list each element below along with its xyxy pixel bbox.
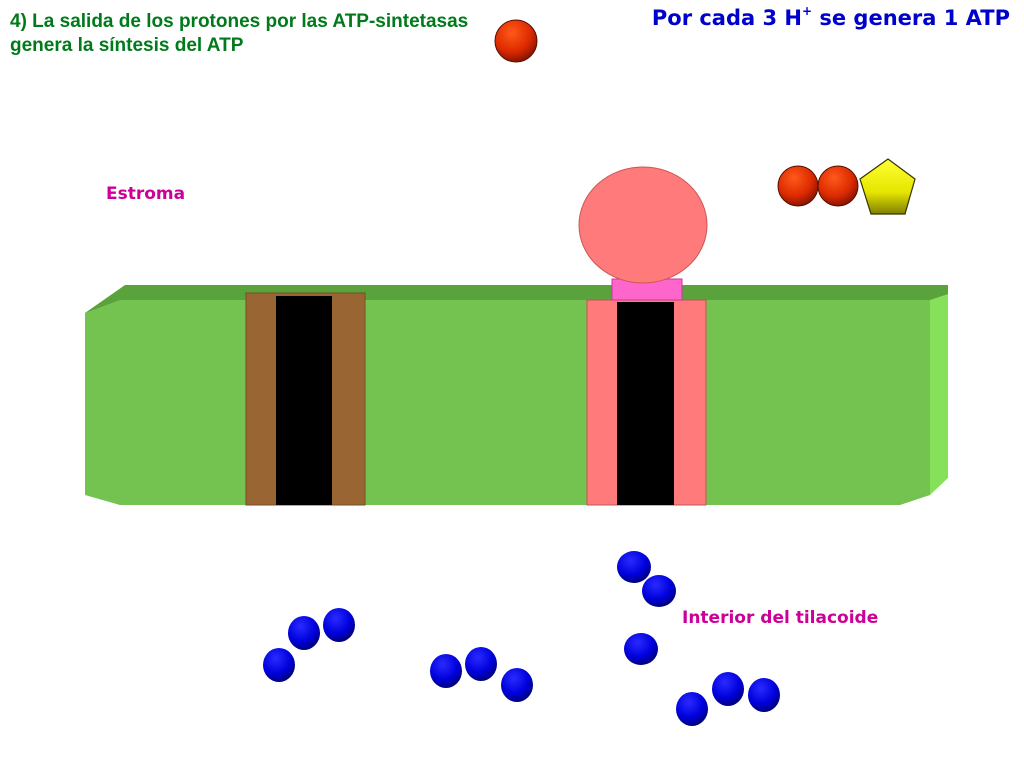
atp-synthase-pore [617, 302, 674, 505]
proton [323, 608, 355, 642]
slide-title: 4) La salida de los protones por las ATP… [10, 11, 469, 56]
proton [617, 551, 651, 583]
ratio-suffix: se genera 1 ATP [812, 6, 1010, 30]
brown-channel-pore [276, 296, 332, 505]
proton [430, 654, 462, 688]
protons-group [263, 551, 780, 726]
proton [676, 692, 708, 726]
lumen-label: Interior del tilacoide [682, 608, 879, 628]
membrane-front-face [85, 300, 930, 505]
proton [624, 633, 658, 665]
proton [748, 678, 780, 712]
proton [501, 668, 533, 702]
proton-superscript: + [802, 4, 813, 18]
proton [642, 575, 676, 607]
adenosine-pentagon [859, 158, 916, 215]
proton [263, 648, 295, 682]
stroma-label: Estroma [106, 184, 186, 204]
proton [288, 616, 320, 650]
ratio-prefix: Por cada 3 H [651, 6, 802, 30]
atp-synthase-head [578, 166, 708, 284]
adp-phosphate-2 [817, 165, 859, 207]
proton [465, 647, 497, 681]
adp-phosphate-1 [777, 165, 819, 207]
membrane-side-face [930, 294, 948, 495]
phosphate-molecule [494, 19, 538, 63]
proton-atp-ratio-text: Por cada 3 H+ se genera 1 ATP [651, 4, 1010, 30]
proton [712, 672, 744, 706]
